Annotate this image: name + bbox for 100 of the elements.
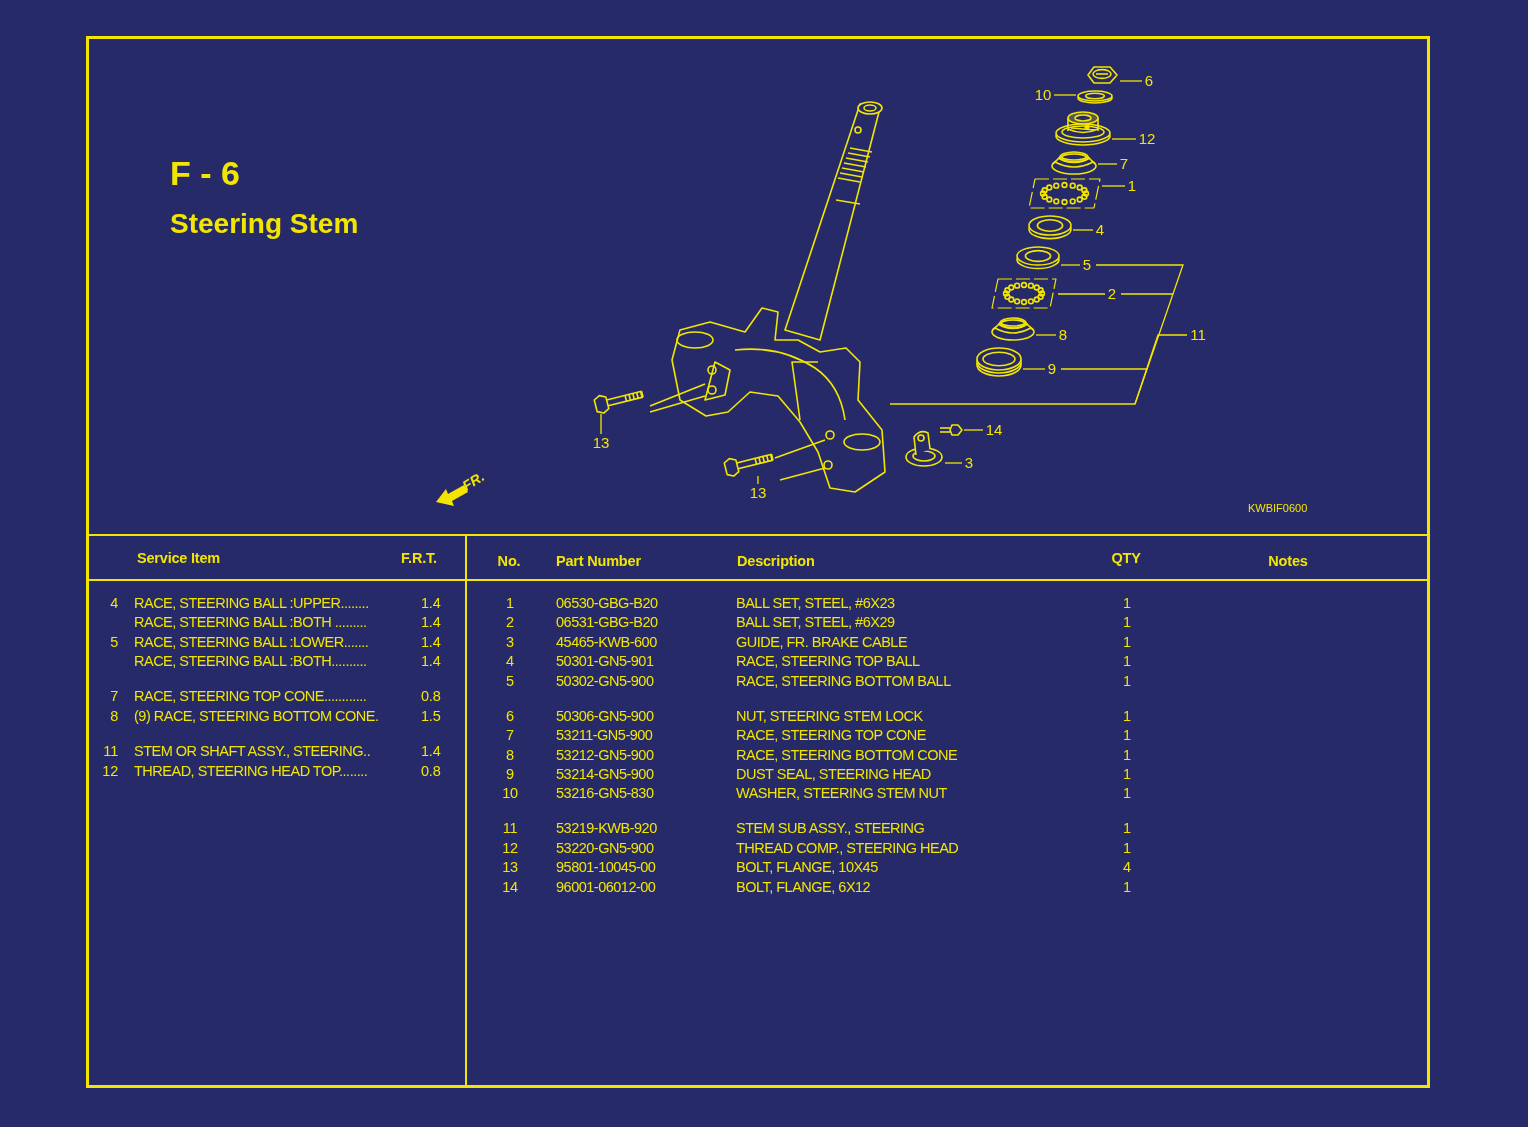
quantity: 1 — [1123, 633, 1131, 651]
callout-number: 14 — [983, 421, 1005, 439]
part-number: 53212-GN5-900 — [556, 746, 654, 764]
leader-line — [963, 429, 984, 431]
row-number: 2 — [506, 613, 514, 631]
quantity: 1 — [1123, 839, 1131, 857]
frt-value: 0.8 — [421, 687, 441, 705]
callout-number: 13 — [747, 484, 769, 502]
service-item-text: (9) RACE, STEERING BOTTOM CONE. — [134, 707, 379, 725]
frt-value: 1.4 — [421, 594, 441, 612]
part-description: RACE, STEERING BOTTOM CONE — [736, 746, 958, 764]
item-number: 11 — [103, 742, 118, 760]
column-header: Service Item — [137, 549, 221, 567]
column-header: F.R.T. — [401, 549, 437, 567]
dust-seal-drawing — [975, 344, 1023, 378]
service-item-text: RACE, STEERING BALL :BOTH.......... — [134, 652, 367, 670]
quantity: 1 — [1123, 819, 1131, 837]
leader-line — [1119, 80, 1143, 82]
part-number: 53214-GN5-900 — [556, 765, 654, 783]
part-description: THREAD COMP., STEERING HEAD — [736, 839, 959, 857]
page-subtitle: Steering Stem — [170, 210, 359, 238]
callout-number: 3 — [962, 454, 976, 472]
row-number: 6 — [506, 707, 514, 725]
cone-race-drawing — [990, 314, 1036, 342]
frt-value: 1.4 — [421, 633, 441, 651]
service-item-text: RACE, STEERING TOP CONE............ — [134, 687, 367, 705]
bearing-race-drawing — [1015, 244, 1061, 272]
part-description: RACE, STEERING TOP CONE — [736, 726, 926, 744]
callout-number: 5 — [1080, 256, 1094, 274]
callout-number: 10 — [1032, 86, 1054, 104]
row-number: 11 — [502, 819, 518, 837]
callout-number: 2 — [1105, 285, 1119, 303]
row-number: 8 — [506, 746, 514, 764]
page-title: F - 6 — [170, 156, 240, 190]
leader-line — [1111, 138, 1137, 140]
leader-line — [600, 413, 602, 435]
ball-set-drawing — [1027, 177, 1102, 210]
part-number: 53219-KWB-920 — [556, 819, 657, 837]
callout-number: 13 — [590, 434, 612, 452]
part-description: BALL SET, STEEL, #6X29 — [736, 613, 895, 631]
part-number: 06531-GBG-B20 — [556, 613, 658, 631]
leader-line — [944, 462, 963, 464]
nut-drawing — [1084, 64, 1120, 86]
column-header: Notes — [1268, 552, 1308, 570]
row-number: 4 — [506, 652, 514, 670]
row-number: 14 — [502, 878, 518, 896]
quantity: 1 — [1123, 707, 1131, 725]
part-number: 50301-GN5-901 — [556, 652, 654, 670]
ball-set-drawing — [990, 277, 1058, 310]
leader-line — [757, 475, 759, 485]
part-description: STEM SUB ASSY., STEERING — [736, 819, 925, 837]
threaded-ring-drawing — [1054, 108, 1112, 148]
service-item-text: RACE, STEERING BALL :BOTH ......... — [134, 613, 367, 631]
frt-value: 1.4 — [421, 652, 441, 670]
drawing-code: KWBIF0600 — [1248, 503, 1308, 514]
service-item-text: STEM OR SHAFT ASSY., STEERING.. — [134, 742, 371, 760]
row-number: 10 — [502, 784, 518, 802]
leader-line — [1053, 94, 1077, 96]
service-item-text: RACE, STEERING BALL :UPPER........ — [134, 594, 369, 612]
leader-line — [1035, 334, 1057, 336]
part-number: 95801-10045-00 — [556, 858, 656, 876]
row-number: 7 — [506, 726, 514, 744]
leader-line — [1072, 229, 1094, 231]
part-description: BALL SET, STEEL, #6X23 — [736, 594, 895, 612]
bearing-race-drawing — [1027, 213, 1073, 242]
leader-line — [1101, 185, 1126, 187]
callout-number: 7 — [1117, 155, 1131, 173]
row-number: 9 — [506, 765, 514, 783]
quantity: 1 — [1123, 594, 1131, 612]
quantity: 1 — [1123, 878, 1131, 896]
part-number: 53216-GN5-830 — [556, 784, 654, 802]
cone-race-drawing — [1050, 148, 1098, 176]
row-number: 1 — [506, 594, 514, 612]
callout-number: 9 — [1045, 360, 1059, 378]
part-number: 53211-GN5-900 — [556, 726, 653, 744]
leader-line — [1022, 368, 1046, 370]
quantity: 4 — [1123, 858, 1131, 876]
quantity: 1 — [1123, 613, 1131, 631]
frt-value: 1.5 — [421, 707, 441, 725]
callout-number: 12 — [1136, 130, 1158, 148]
leader-line — [1057, 293, 1106, 295]
frt-value: 0.8 — [421, 762, 441, 780]
item-number: 8 — [110, 707, 118, 725]
callout-number: 1 — [1125, 177, 1139, 195]
item-number: 7 — [110, 687, 118, 705]
item-number: 12 — [102, 762, 118, 780]
quantity: 1 — [1123, 652, 1131, 670]
part-description: NUT, STEERING STEM LOCK — [736, 707, 923, 725]
row-number: 12 — [502, 839, 518, 857]
column-header: No. — [497, 552, 521, 570]
callout-number: 11 — [1187, 326, 1209, 344]
leader-line — [889, 334, 1188, 405]
item-number: 4 — [110, 594, 118, 612]
quantity: 1 — [1123, 726, 1131, 744]
direction-label: FR. — [460, 469, 487, 493]
frt-value: 1.4 — [421, 742, 441, 760]
part-description: RACE, STEERING BOTTOM BALL — [736, 672, 951, 690]
part-number: 50306-GN5-900 — [556, 707, 654, 725]
column-header: Description — [737, 552, 815, 570]
quantity: 1 — [1123, 672, 1131, 690]
